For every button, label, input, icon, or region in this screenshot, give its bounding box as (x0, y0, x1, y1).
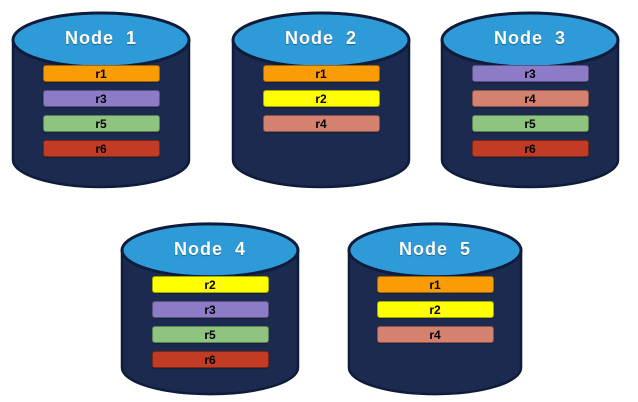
replica-label: r5 (95, 116, 107, 131)
replica-label: r2 (315, 91, 327, 106)
replica-label: r3 (524, 66, 536, 81)
replica-label: r6 (95, 141, 107, 156)
replica-list: r1 r2 r4 (346, 276, 524, 343)
database-node: Node 1 r1 r3 r5 r6 (10, 8, 192, 192)
replica-bar: r5 (42, 115, 160, 132)
replica-bar: r2 (262, 90, 380, 107)
database-node: Node 2 r1 r2 r4 (230, 8, 412, 192)
database-node: Node 4 r2 r3 r5 r6 (119, 219, 301, 399)
replica-label: r5 (204, 327, 216, 342)
replica-label: r3 (95, 91, 107, 106)
replica-bar: r6 (151, 351, 269, 368)
replica-bar: r2 (151, 276, 269, 293)
database-node: Node 5 r1 r2 r4 (346, 219, 524, 399)
node-title: Node 1 (64, 28, 137, 48)
replica-list: r1 r3 r5 r6 (10, 65, 192, 157)
replica-label: r4 (315, 116, 327, 131)
replica-list: r1 r2 r4 (230, 65, 412, 132)
node-title: Node 2 (284, 28, 357, 48)
replica-bar: r6 (471, 140, 589, 157)
replica-label: r6 (524, 141, 536, 156)
replica-list: r3 r4 r5 r6 (439, 65, 621, 157)
replica-bar: r4 (376, 326, 494, 343)
database-node: Node 3 r3 r4 r5 r6 (439, 8, 621, 192)
replica-bar: r1 (262, 65, 380, 82)
replica-label: r4 (524, 91, 536, 106)
replica-label: r1 (315, 66, 327, 81)
replica-bar: r1 (376, 276, 494, 293)
replica-label: r1 (95, 66, 107, 81)
replica-label: r3 (204, 302, 216, 317)
replica-bar: r5 (471, 115, 589, 132)
node-title: Node 5 (398, 239, 471, 259)
replica-bar: r4 (262, 115, 380, 132)
replica-label: r5 (524, 116, 536, 131)
replica-bar: r3 (42, 90, 160, 107)
replica-bar: r3 (151, 301, 269, 318)
node-title: Node 4 (173, 239, 246, 259)
replica-list: r2 r3 r5 r6 (119, 276, 301, 368)
replica-label: r2 (429, 302, 441, 317)
replica-label: r2 (204, 277, 216, 292)
replica-label: r6 (204, 352, 216, 367)
replica-bar: r5 (151, 326, 269, 343)
replica-label: r1 (429, 277, 441, 292)
replica-bar: r4 (471, 90, 589, 107)
replica-bar: r2 (376, 301, 494, 318)
replica-bar: r1 (42, 65, 160, 82)
replica-label: r4 (429, 327, 441, 342)
replica-bar: r3 (471, 65, 589, 82)
replica-bar: r6 (42, 140, 160, 157)
node-title: Node 3 (493, 28, 566, 48)
